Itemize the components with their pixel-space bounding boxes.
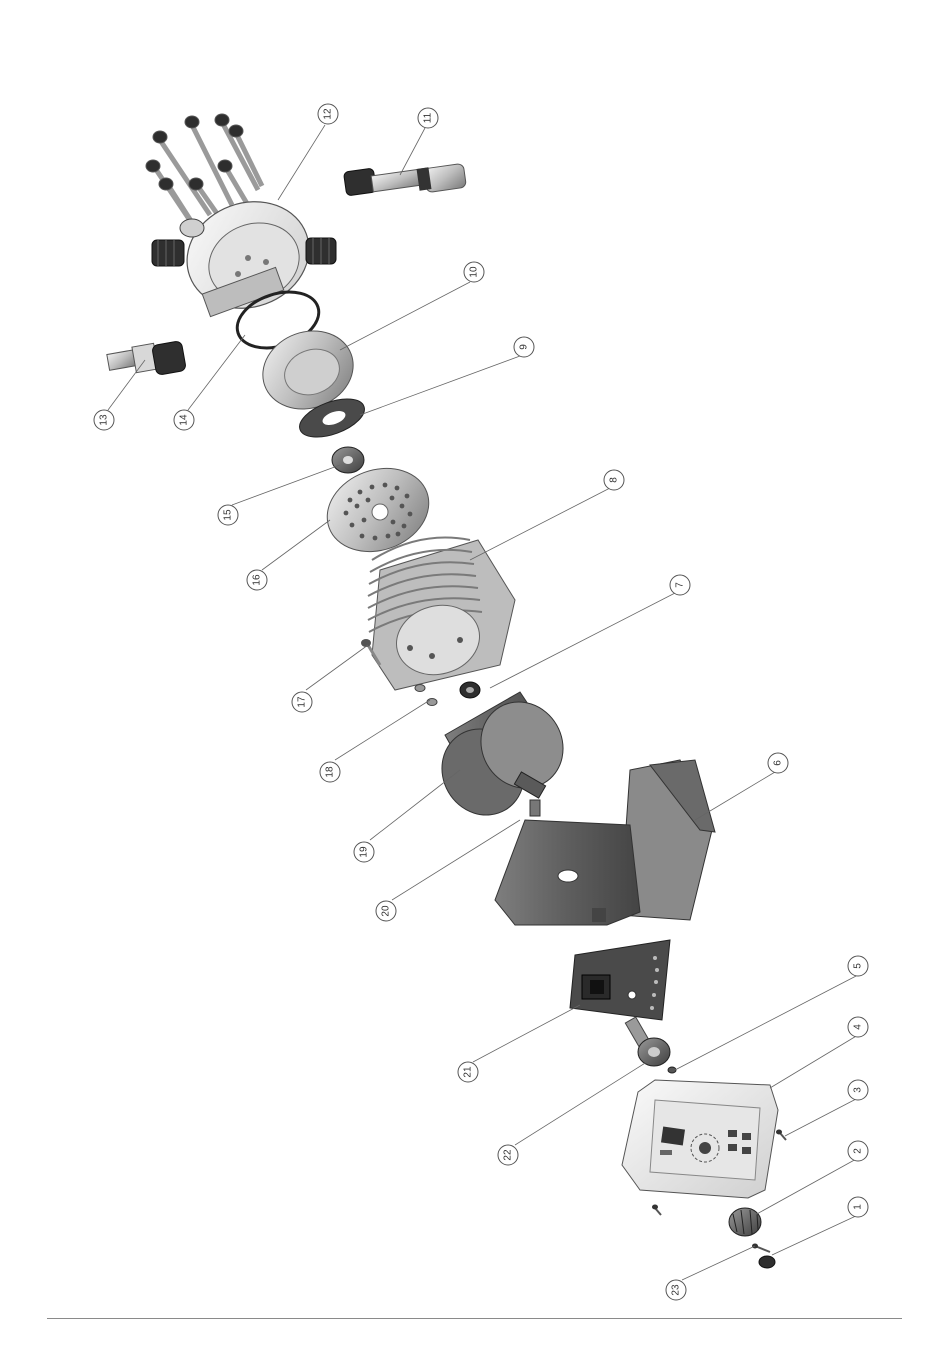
callout-19: 19 [354, 842, 374, 862]
callout-13: 13 [94, 410, 114, 430]
callout-label: 8 [609, 477, 620, 483]
screw-23 [752, 1244, 770, 1253]
front-cover-4 [622, 1080, 778, 1198]
callout-21: 21 [458, 1062, 478, 1082]
callout-11: 11 [418, 108, 438, 128]
pump-head-assembly [146, 114, 336, 325]
callout-label: 3 [853, 1087, 864, 1093]
callout-label: 18 [325, 766, 336, 778]
callout-14: 14 [174, 410, 194, 430]
callout-label: 21 [463, 1066, 474, 1078]
callout-label: 12 [323, 108, 334, 120]
callout-label: 15 [223, 509, 234, 521]
callout-label: 16 [252, 574, 263, 586]
callout-label: 10 [469, 266, 480, 278]
screw-3 [776, 1130, 786, 1141]
callout-label: 7 [675, 582, 686, 588]
callout-label: 13 [99, 414, 110, 426]
callout-label: 23 [671, 1284, 682, 1296]
callout-18: 18 [320, 762, 340, 782]
perforated-disk [315, 455, 440, 566]
shaft-coupling-22 [625, 1017, 670, 1066]
callout-17: 17 [292, 692, 312, 712]
valve-assembly-11 [343, 163, 466, 196]
callout-label: 1 [853, 1204, 864, 1210]
small-ring-5 [668, 1067, 676, 1073]
callout-20: 20 [376, 901, 396, 921]
callout-2: 2 [848, 1141, 868, 1161]
valve-assembly-13 [107, 341, 187, 376]
callout-8: 8 [604, 470, 624, 490]
knob-2 [729, 1208, 761, 1236]
bearing-7 [460, 682, 480, 698]
callout-23: 23 [666, 1280, 686, 1300]
finned-housing [368, 538, 515, 691]
callout-label: 17 [297, 696, 308, 708]
callout-label: 20 [381, 905, 392, 917]
callout-15: 15 [218, 505, 238, 525]
callout-label: 6 [773, 760, 784, 766]
callout-label: 2 [853, 1148, 864, 1154]
callout-label: 19 [359, 846, 370, 858]
callout-12: 12 [318, 104, 338, 124]
callout-3: 3 [848, 1080, 868, 1100]
callout-22: 22 [498, 1145, 518, 1165]
footer-divider [47, 1318, 902, 1319]
screw-bottom [652, 1205, 661, 1216]
callout-label: 11 [423, 112, 434, 123]
callout-5: 5 [848, 956, 868, 976]
valve-fitting-left [152, 240, 184, 266]
callout-label: 14 [179, 414, 190, 426]
callout-7: 7 [670, 575, 690, 595]
callout-16: 16 [247, 570, 267, 590]
callout-10: 10 [464, 262, 484, 282]
callout-label: 4 [853, 1024, 864, 1030]
valve-fitting-right [306, 238, 336, 264]
diaphragm-15 [332, 447, 364, 473]
callout-label: 9 [519, 344, 530, 350]
callout-label: 22 [503, 1149, 514, 1161]
callout-4: 4 [848, 1017, 868, 1037]
callout-6: 6 [768, 753, 788, 773]
callout-label: 5 [853, 963, 864, 969]
motor-19 [426, 687, 578, 830]
callout-9: 9 [514, 337, 534, 357]
callout-1: 1 [848, 1197, 868, 1217]
electronic-board-21 [570, 940, 670, 1020]
cap-1 [759, 1256, 775, 1268]
